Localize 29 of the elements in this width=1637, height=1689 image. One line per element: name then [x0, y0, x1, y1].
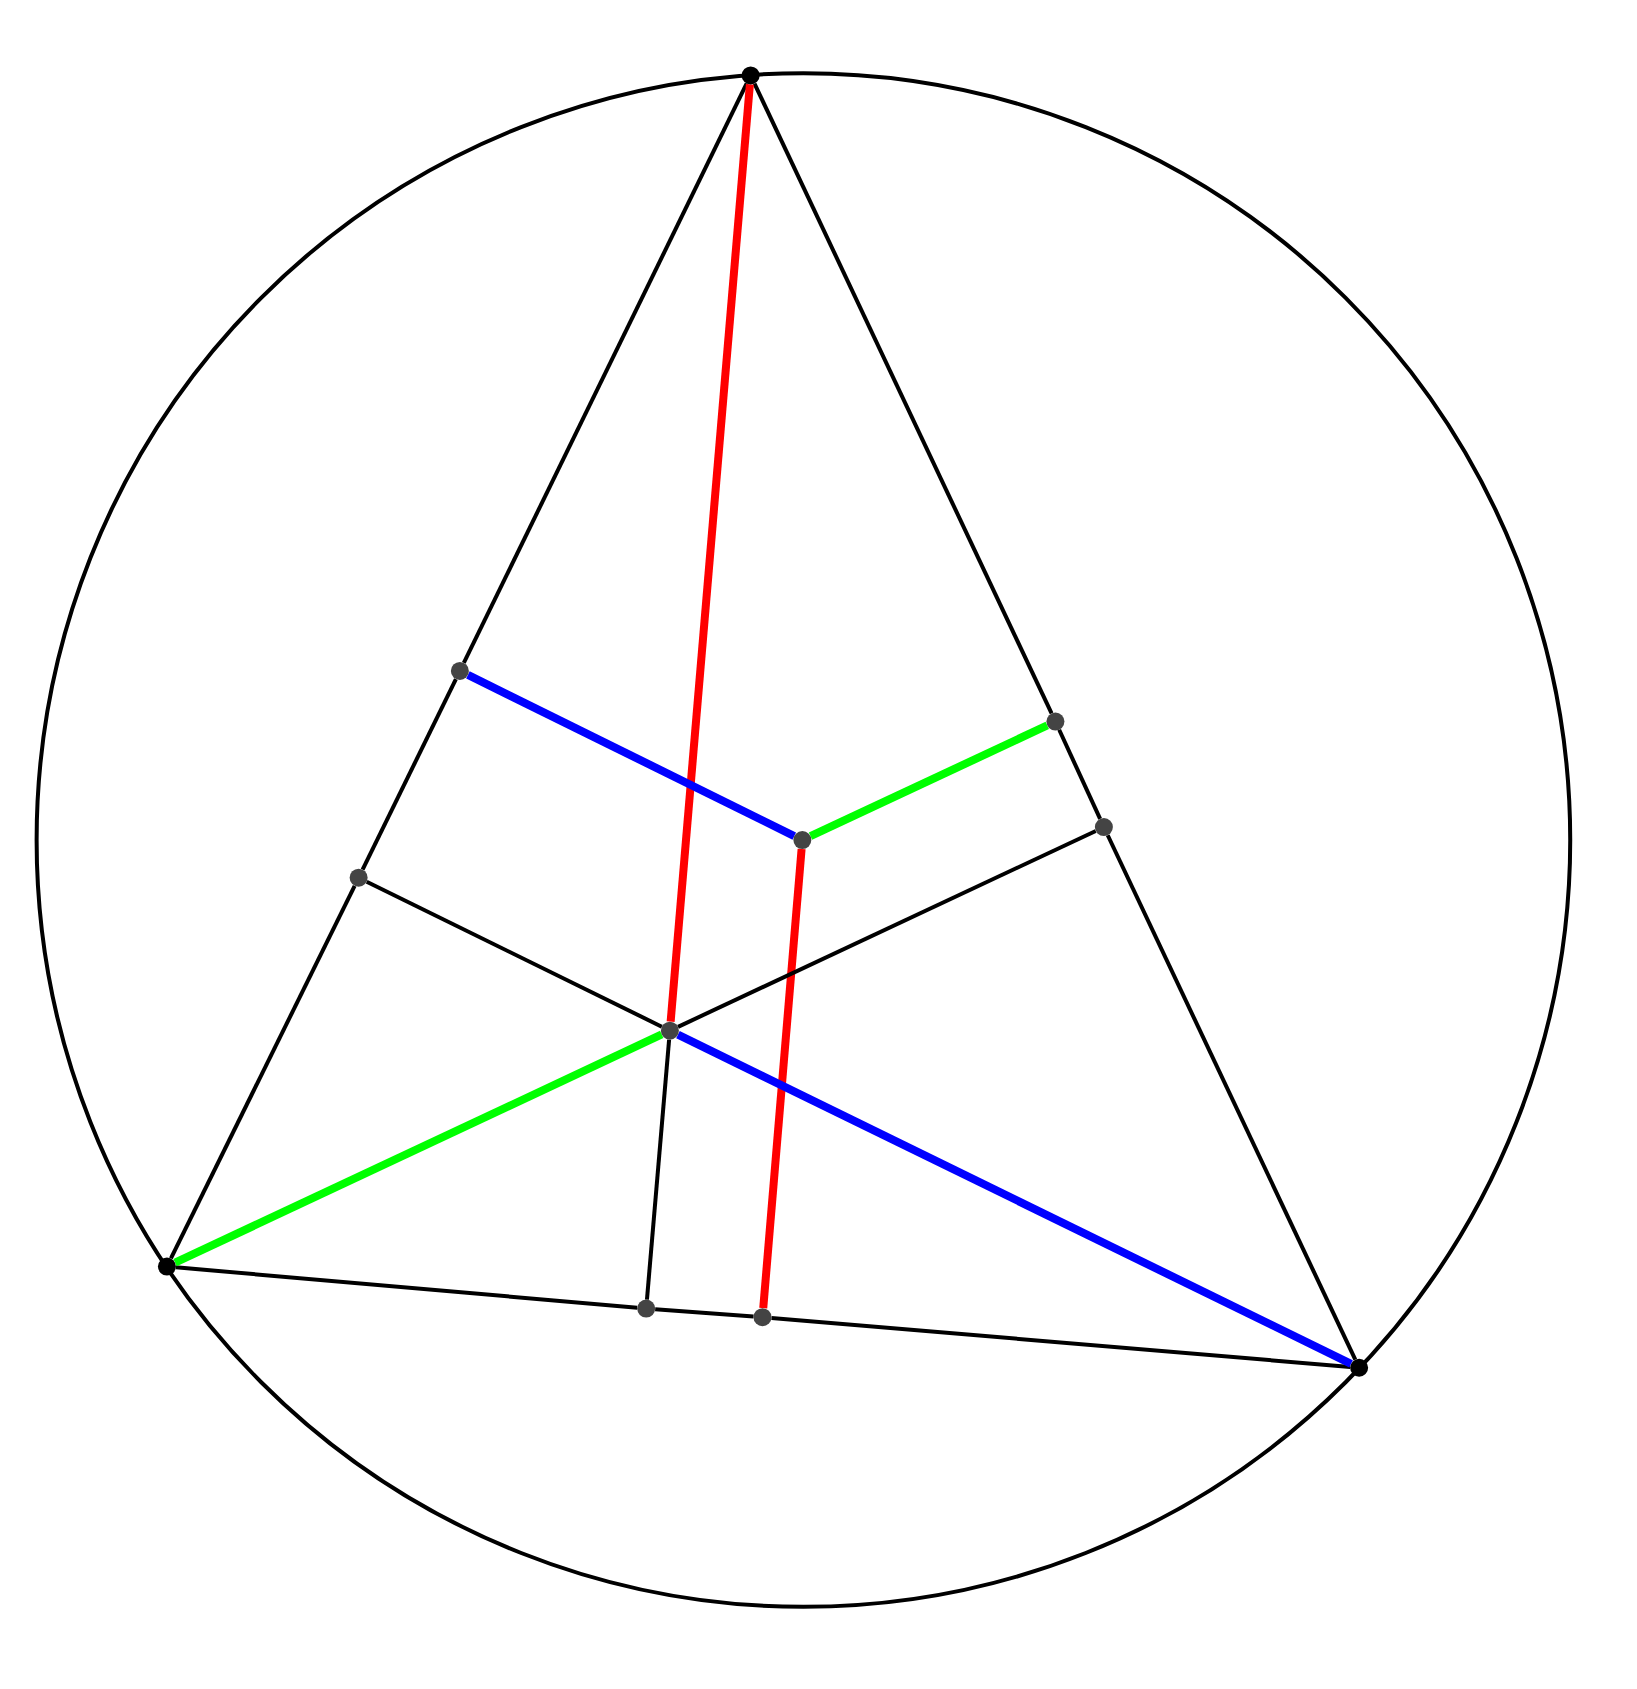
- line-segment: [676, 1031, 1353, 1368]
- point-marker: [660, 1021, 679, 1040]
- line-segment: [169, 884, 357, 1260]
- line-segment: [1057, 728, 1102, 820]
- point-marker: [157, 1257, 176, 1276]
- line-segment: [360, 678, 458, 871]
- line-segment: [771, 1315, 1351, 1369]
- line-segment: [173, 1030, 664, 1267]
- line-segment: [175, 1265, 638, 1310]
- line-segment: [644, 1039, 672, 1300]
- line-segment: [808, 721, 1049, 840]
- line-segment: [752, 82, 1054, 715]
- line-segment: [677, 829, 1097, 1029]
- line-segment: [1105, 834, 1358, 1361]
- point-marker: [637, 1299, 656, 1318]
- point-marker: [349, 868, 368, 887]
- line-segment: [655, 1307, 754, 1319]
- line-segment: [462, 82, 749, 664]
- point-marker: [753, 1308, 772, 1327]
- point-marker: [793, 831, 812, 850]
- point-marker: [741, 66, 760, 85]
- point-marker: [1094, 818, 1113, 837]
- line-segment: [666, 84, 754, 1023]
- line-segment: [365, 879, 663, 1029]
- line-segment: [466, 671, 797, 840]
- point-marker: [1350, 1358, 1369, 1377]
- line-segment: [759, 848, 806, 1309]
- point-marker: [450, 661, 469, 680]
- point-marker: [1046, 712, 1065, 731]
